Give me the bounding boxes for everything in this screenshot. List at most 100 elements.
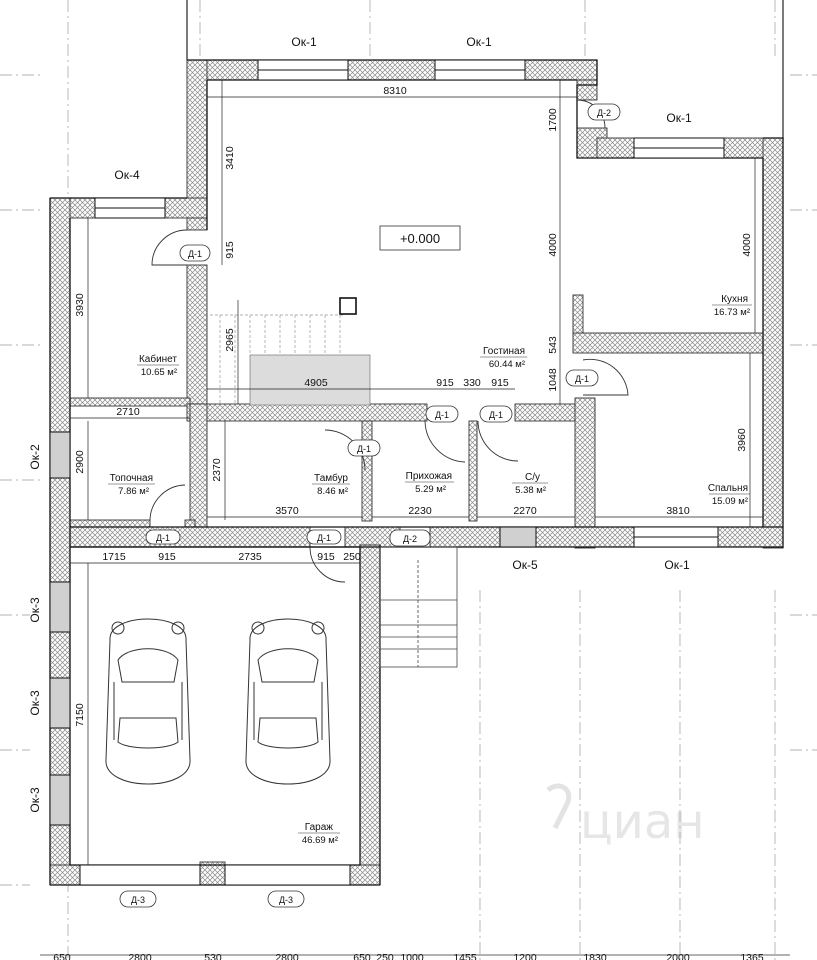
door-swings — [149, 99, 629, 583]
dim-330: 330 — [463, 377, 481, 389]
label-d2-b: Д-2 — [403, 534, 417, 544]
dim-915-d: 915 — [317, 551, 335, 563]
label-ok2: Ок-2 — [28, 444, 42, 470]
room-prihozhaya-area: 5.29 м² — [415, 484, 446, 495]
level-marker-box — [379, 225, 461, 251]
dim-3570: 3570 — [275, 505, 299, 517]
bottom-dim-6: 1000 — [400, 952, 424, 960]
dim-2370: 2370 — [211, 458, 223, 482]
dim-543: 543 — [547, 336, 559, 354]
dimension-texts: 8310 1700 3410 915 4000 4000 3930 2965 5… — [74, 85, 753, 727]
label-d1-g: Д-1 — [317, 533, 331, 543]
garage-gate-a — [79, 864, 201, 886]
car-icon — [105, 618, 191, 785]
car-icon — [245, 618, 331, 785]
dim-915-b: 915 — [491, 377, 509, 389]
label-ok3-a: Ок-3 — [28, 597, 42, 623]
label-d3-b: Д-3 — [279, 895, 293, 905]
door-label-texts: Д-1 Д-2 Д-1 Д-1 Д-1 Д-1 Д-1 Д-1 Д-2 Д-3 … — [131, 108, 611, 905]
window-ok2 — [49, 431, 71, 479]
bottom-dim-0: 650 — [53, 952, 71, 960]
level-marker: +0.000 — [400, 231, 440, 246]
bottom-dim-5: 250 — [376, 952, 394, 960]
watermark-text: циан — [580, 794, 705, 850]
room-garazh-name: Гараж — [305, 822, 334, 833]
room-tambur-area: 8.46 м² — [317, 486, 348, 497]
bottom-dim-1: 2800 — [128, 952, 152, 960]
label-ok1-c: Ок-1 — [666, 111, 692, 125]
watermark-logo: циан — [546, 783, 705, 850]
label-ok5: Ок-5 — [512, 558, 538, 572]
dim-7150: 7150 — [74, 703, 86, 727]
window-ok5 — [499, 526, 537, 548]
dim-4000-b: 4000 — [741, 233, 753, 257]
entrance-stairs — [379, 546, 458, 668]
bottom-dim-9: 1830 — [583, 952, 607, 960]
dim-4905: 4905 — [304, 377, 328, 389]
label-d1-a: Д-1 — [188, 249, 202, 259]
window-ok3-c — [49, 774, 71, 826]
bottom-dim-10: 2000 — [666, 952, 690, 960]
dim-3960: 3960 — [736, 428, 748, 452]
room-kuhnya-area: 16.73 м² — [714, 307, 750, 318]
window-ok3-a — [49, 581, 71, 633]
bottom-dim-8: 1200 — [513, 952, 537, 960]
dim-1700: 1700 — [547, 108, 559, 132]
room-kabinet-name: Кабинет — [139, 353, 177, 365]
door-labels — [119, 103, 621, 908]
label-ok3-c: Ок-3 — [28, 787, 42, 813]
dim-2230: 2230 — [408, 505, 432, 517]
dim-2710: 2710 — [116, 406, 140, 418]
dim-915-a: 915 — [436, 377, 454, 389]
bottom-dimension-row: 650 2800 530 2800 650 250 1000 1455 1200… — [40, 952, 790, 960]
dim-250: 250 — [343, 551, 361, 563]
label-d1-c: Д-1 — [435, 410, 449, 420]
bottom-dim-7: 1455 — [453, 952, 477, 960]
room-su-name: С/у — [525, 472, 540, 483]
room-labels: Гостиная 60.44 м² Кабинет 10.65 м² Кухня… — [108, 294, 752, 846]
dim-915-c: 915 — [158, 551, 176, 563]
dim-3410: 3410 — [224, 146, 236, 170]
dim-1715: 1715 — [102, 551, 126, 563]
room-spalnya-name: Спальня — [708, 483, 748, 494]
room-spalnya-area: 15.09 м² — [712, 496, 748, 507]
label-d1-e: Д-1 — [357, 444, 371, 454]
room-gostinaya-area: 60.44 м² — [489, 359, 525, 370]
garage-gate-b — [224, 864, 351, 886]
label-d2-a: Д-2 — [597, 108, 611, 118]
outline-lines — [186, 0, 784, 140]
dim-1048: 1048 — [547, 368, 559, 392]
dim-915-v: 915 — [224, 241, 236, 259]
label-ok1-a: Ок-1 — [291, 35, 317, 49]
room-su-area: 5.38 м² — [515, 485, 546, 496]
dim-2270: 2270 — [513, 505, 537, 517]
dim-2900: 2900 — [74, 450, 86, 474]
room-topochnaya-area: 7.86 м² — [118, 486, 149, 497]
dim-8310: 8310 — [383, 85, 407, 97]
room-garazh-area: 46.69 м² — [302, 835, 338, 846]
dimension-lines — [70, 80, 763, 865]
label-ok1-d: Ок-1 — [664, 558, 690, 572]
dim-3930: 3930 — [74, 293, 86, 317]
bottom-dim-2: 530 — [204, 952, 222, 960]
label-ok1-b: Ок-1 — [466, 35, 492, 49]
label-d1-f: Д-1 — [156, 533, 170, 543]
window-ok3-b — [49, 677, 71, 729]
dim-4000-a: 4000 — [547, 233, 559, 257]
bottom-dim-4: 650 — [353, 952, 371, 960]
windows — [49, 59, 725, 886]
window-labels: Ок-1 Ок-1 Ок-1 Ок-4 Ок-1 Ок-5 Ок-2 Ок-3 … — [28, 35, 692, 813]
room-kuhnya-name: Кухня — [721, 294, 748, 305]
bottom-dim-11: 1365 — [740, 952, 764, 960]
room-topochnaya-name: Топочная — [110, 473, 153, 484]
label-ok4: Ок-4 — [114, 168, 140, 182]
label-d1-b: Д-1 — [575, 374, 589, 384]
label-ok3-b: Ок-3 — [28, 690, 42, 716]
room-tambur-name: Тамбур — [314, 472, 348, 484]
bottom-dim-3: 2800 — [275, 952, 299, 960]
room-prihozhaya-name: Прихожая — [406, 471, 452, 482]
room-gostinaya-name: Гостиная — [483, 346, 525, 357]
dim-2965: 2965 — [224, 328, 236, 352]
label-d1-d: Д-1 — [489, 410, 503, 420]
label-d3-a: Д-3 — [131, 895, 145, 905]
